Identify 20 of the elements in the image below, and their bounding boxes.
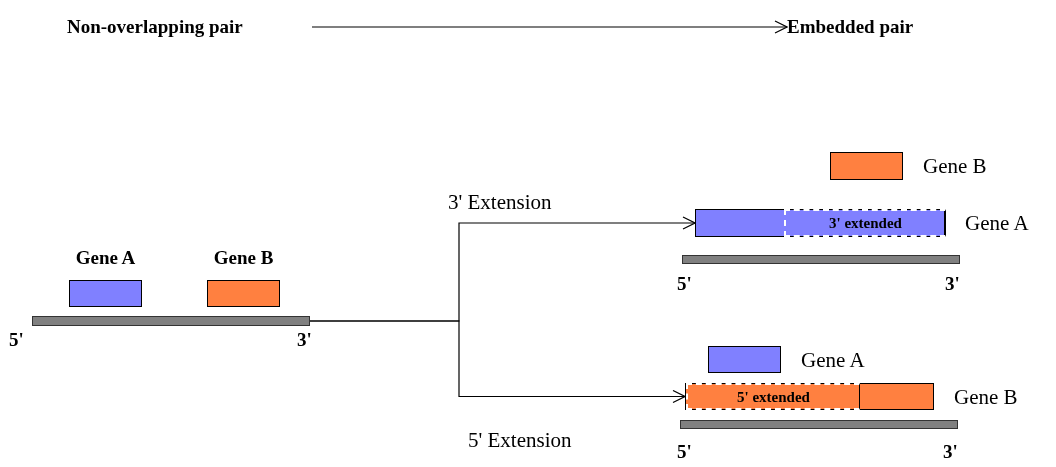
strand-end-label: 5' [677, 273, 692, 295]
title-text: Non-overlapping pair [67, 15, 243, 39]
strand-end-label: 5' [677, 441, 692, 463]
strand-end-label: 5' [9, 329, 24, 351]
gene-label: Gene A [801, 347, 865, 372]
strand-end-label: 3' [297, 329, 312, 351]
gene-label: Gene B [954, 384, 1018, 409]
arrow [311, 20, 788, 34]
arrow [309, 320, 686, 404]
title-text: Embedded pair [787, 15, 914, 39]
extension-label: 5' extended [737, 387, 810, 406]
strand-end-label: 3' [943, 441, 958, 463]
extension-region [686, 383, 860, 410]
gene-label: Gene B [923, 154, 987, 178]
gene-label: Gene A [965, 211, 1029, 235]
extension-label: 3' extended [829, 214, 902, 232]
gene-label: Gene B [213, 246, 274, 270]
gene-label: Gene A [75, 246, 136, 270]
extension-region [784, 209, 946, 237]
strand-end-label: 3' [945, 273, 960, 295]
